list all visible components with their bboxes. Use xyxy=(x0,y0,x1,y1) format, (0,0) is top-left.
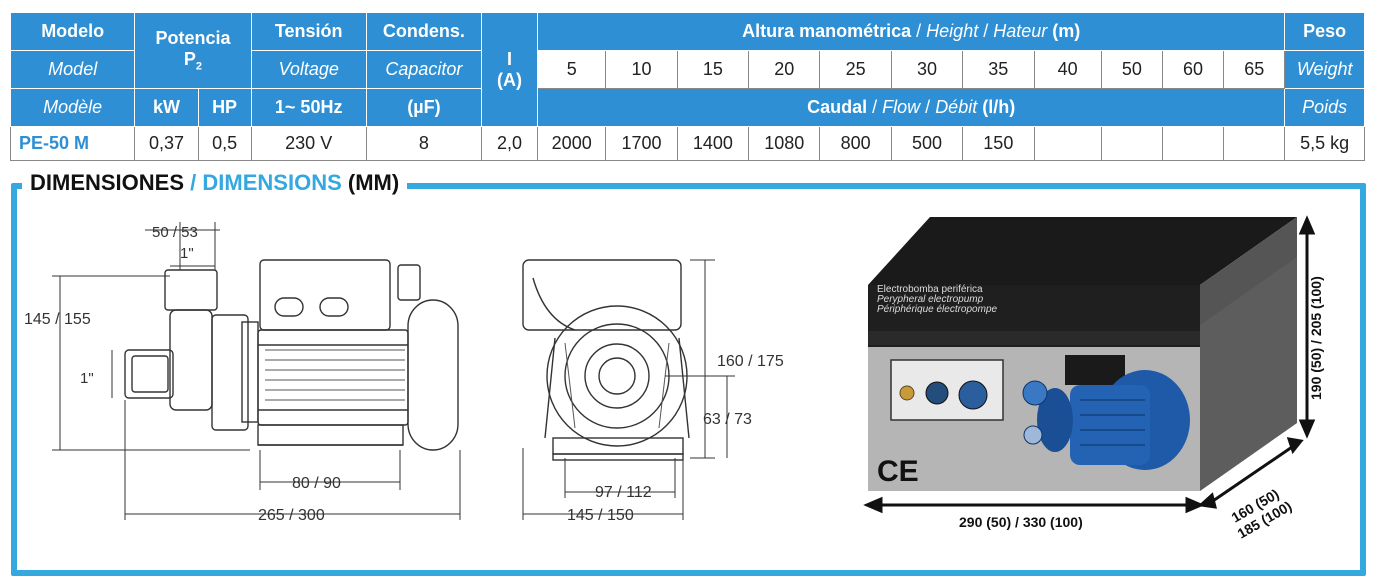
brass-fitting-icon xyxy=(899,385,915,401)
height-cell: 50 xyxy=(1100,50,1163,89)
height-cell: 20 xyxy=(748,50,821,89)
box-label-fr: Périphérique électropompe xyxy=(877,304,998,315)
flow-cell: 150 xyxy=(962,126,1035,161)
side-outlet-size: 1" xyxy=(80,370,94,387)
dimensions-title-slash: / xyxy=(190,170,197,195)
dimensions-title-en: DIMENSIONS xyxy=(202,170,342,195)
header-current: I (A) xyxy=(480,12,539,127)
flow-cell: 1400 xyxy=(676,126,750,161)
height-cell: 40 xyxy=(1033,50,1102,89)
header-p2: P2 xyxy=(183,49,203,73)
side-length-dim: 265 / 300 xyxy=(258,507,325,524)
front-view-drawing: 160 / 175 63 / 73 97 / 112 145 / 150 xyxy=(522,259,784,524)
header-capacitor-unit: (µF) xyxy=(365,88,482,127)
front-axis-dim: 63 / 73 xyxy=(703,411,752,428)
current-cell: 2,0 xyxy=(480,126,539,161)
header-model-fr: Modèle xyxy=(9,88,136,127)
header-height: Altura manométrica / Height / Hateur (m) xyxy=(537,12,1286,51)
front-foot-dim: 97 / 112 xyxy=(595,484,652,501)
header-capacitor-en: Capacitor xyxy=(365,50,482,89)
height-cell: 65 xyxy=(1223,50,1286,89)
flow-cell: 500 xyxy=(890,126,964,161)
voltage-cell: 230 V xyxy=(250,126,367,161)
flow-cell: 2000 xyxy=(537,126,607,161)
front-height-dim: 160 / 175 xyxy=(717,353,784,370)
ce-mark: CE xyxy=(877,455,919,488)
side-view-drawing: 50 / 53 1" 145 / 155 1" 80 / 90 265 / 30… xyxy=(24,222,461,524)
header-kw: kW xyxy=(134,88,199,127)
header-current-label: I xyxy=(507,48,513,69)
model-cell: PE-50 M xyxy=(9,126,136,161)
header-flow: Caudal / Flow / Débit (l/h) xyxy=(537,88,1286,127)
flow-cell xyxy=(1100,126,1163,161)
box-label-es: Electrobomba periférica xyxy=(877,284,983,295)
height-cell: 30 xyxy=(890,50,964,89)
dimensions-title-es: DIMENSIONES xyxy=(30,170,185,195)
spec-table: Modelo Potencia P2 Tensión Condens. I (A… xyxy=(9,12,1365,161)
dimensions-title: DIMENSIONES / DIMENSIONS (MM) xyxy=(22,166,408,200)
header-model-es: Modelo xyxy=(9,12,136,51)
side-top-dim: 50 / 53 xyxy=(152,224,198,241)
header-power: Potencia P2 xyxy=(134,12,252,89)
flow-cell xyxy=(1033,126,1102,161)
header-current-unit: (A) xyxy=(497,69,523,90)
box-length-dim: 290 (50) / 330 (100) xyxy=(959,514,1083,530)
header-voltage-es: Tensión xyxy=(250,12,367,51)
flow-cell: 1080 xyxy=(748,126,821,161)
side-foot-dim: 80 / 90 xyxy=(292,475,341,492)
side-inlet-size: 1" xyxy=(180,245,194,262)
flow-cell: 800 xyxy=(819,126,892,161)
pump-image xyxy=(1022,355,1190,470)
kw-cell: 0,37 xyxy=(134,126,199,161)
height-cell: 25 xyxy=(819,50,892,89)
height-cell: 10 xyxy=(605,50,678,89)
header-voltage-freq: 1~ 50Hz xyxy=(250,88,367,127)
hp-cell: 0,5 xyxy=(197,126,252,161)
dimensions-frame xyxy=(11,183,1366,576)
flow-cell: 1700 xyxy=(605,126,678,161)
weight-cell: 5,5 kg xyxy=(1284,126,1365,161)
header-weight-es: Peso xyxy=(1284,12,1365,51)
side-height-dim: 145 / 155 xyxy=(24,311,91,328)
header-model-en: Model xyxy=(9,50,136,89)
header-power-label: Potencia xyxy=(155,28,231,49)
impeller-icon xyxy=(925,381,949,405)
header-capacitor-es: Condens. xyxy=(365,12,482,51)
height-cell: 60 xyxy=(1161,50,1225,89)
table-row: PE-50 M 0,37 0,5 230 V 8 2,0 2000 1700 1… xyxy=(9,126,1365,161)
pump-small-icon xyxy=(958,380,988,410)
height-cell: 5 xyxy=(537,50,607,89)
height-cell: 35 xyxy=(962,50,1035,89)
dimensions-title-unit: (MM) xyxy=(347,170,400,195)
header-voltage-en: Voltage xyxy=(250,50,367,89)
header-hp: HP xyxy=(197,88,252,127)
box-label-en: Perypheral electropump xyxy=(877,294,984,305)
packaging-box: Electrobomba periférica Perypheral elect… xyxy=(863,215,1324,542)
header-weight-fr: Poids xyxy=(1284,88,1365,127)
height-cell: 15 xyxy=(676,50,750,89)
front-width-dim: 145 / 150 xyxy=(567,507,634,524)
flow-cell xyxy=(1161,126,1225,161)
flow-cell xyxy=(1223,126,1286,161)
header-weight-en: Weight xyxy=(1284,50,1365,89)
box-height-dim: 190 (50) / 205 (100) xyxy=(1308,276,1324,400)
capacitor-cell: 8 xyxy=(365,126,482,161)
